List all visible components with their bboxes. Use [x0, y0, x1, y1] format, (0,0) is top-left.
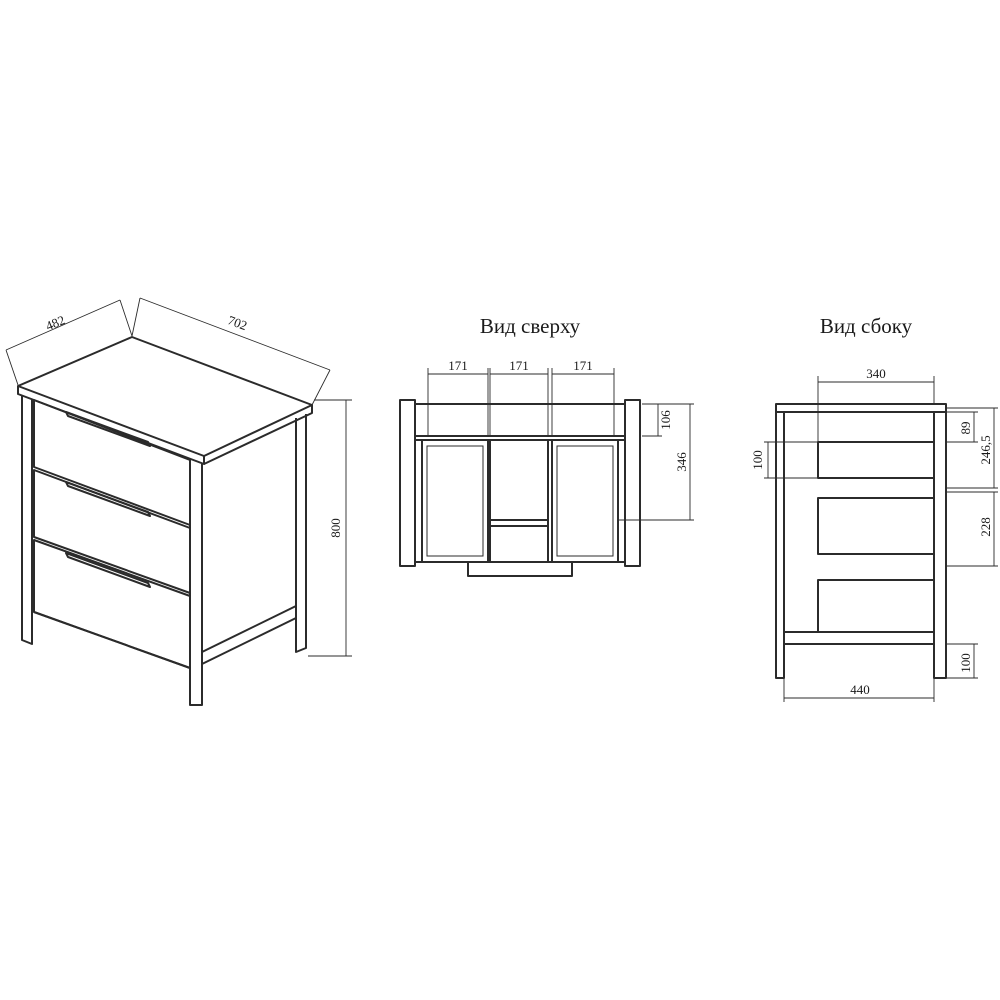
top-dim-b-label: 171 — [509, 358, 529, 373]
side-view: Вид сбоку 340 100 89 246,5 228 100 — [750, 314, 998, 702]
side-drawer-2 — [817, 497, 935, 555]
side-dim-bottom-width-label: 440 — [850, 682, 870, 697]
side-post-right — [933, 411, 947, 679]
iso-leg-front-left — [21, 396, 33, 645]
side-dim-topgap-label: 89 — [958, 422, 973, 435]
side-post-left — [775, 411, 785, 679]
top-drawer-right-inner — [556, 445, 614, 557]
side-drawer-3 — [817, 579, 935, 633]
top-dim-gap-label: 106 — [658, 410, 673, 430]
side-dim-top-line — [817, 376, 935, 442]
top-dim-a-label: 171 — [448, 358, 468, 373]
top-post-right — [624, 399, 641, 567]
iso-drawer-1 — [33, 399, 191, 526]
top-dim-depth-label: 346 — [674, 452, 689, 472]
side-dim-topgap-line — [946, 411, 978, 443]
top-drawer-left — [421, 439, 489, 563]
side-dim-228-label: 228 — [978, 517, 993, 537]
iso-dim-height-label: 800 — [328, 518, 343, 538]
top-handle-strip — [467, 561, 573, 577]
top-dim-b-line — [489, 368, 549, 436]
iso-dim-width-line — [131, 297, 331, 406]
side-bottom-rail — [784, 631, 934, 645]
side-drawer-1 — [817, 441, 935, 479]
iso-handle-3 — [65, 552, 151, 588]
top-drawer-middle — [489, 440, 549, 562]
side-dim-drawer-label: 246,5 — [978, 435, 993, 464]
iso-dim-width-label: 702 — [226, 312, 249, 333]
top-dim-depth-line — [618, 403, 694, 521]
side-dim-top-label: 340 — [866, 366, 886, 381]
side-dim-left-line — [764, 441, 818, 479]
iso-top-side-edge — [203, 405, 313, 465]
top-post-left — [399, 399, 416, 567]
side-dim-228-line — [946, 491, 998, 567]
side-dim-bottom-line — [946, 643, 978, 679]
top-view: Вид сверху 171 171 171 106 346 — [399, 314, 694, 577]
side-top-bar — [775, 403, 947, 413]
side-dim-bottom-width-line — [783, 678, 935, 702]
iso-drawer-2 — [33, 469, 191, 594]
top-dim-c-line — [551, 368, 615, 436]
side-dim-bottom-label: 100 — [958, 653, 973, 673]
side-view-title: Вид сбоку — [820, 314, 913, 338]
iso-handle-2 — [65, 481, 151, 517]
iso-leg-front-right — [189, 460, 203, 706]
top-view-title: Вид сверху — [480, 314, 581, 338]
iso-dim-depth-line — [5, 299, 133, 386]
iso-drawer-3 — [33, 539, 191, 669]
top-dim-a-line — [427, 368, 489, 436]
iso-dim-depth-label: 482 — [43, 312, 67, 333]
iso-handle-1 — [65, 411, 151, 447]
side-dim-drawer-line — [946, 407, 998, 489]
isometric-view: 482 702 800 — [5, 297, 352, 706]
iso-top-surface — [17, 336, 313, 457]
iso-leg-back-right — [295, 414, 307, 653]
top-drawer-right — [551, 439, 619, 563]
iso-dim-height-line — [308, 399, 352, 657]
top-dim-c-label: 171 — [573, 358, 593, 373]
side-dim-left-label: 100 — [750, 450, 765, 470]
top-drawer-left-inner — [426, 445, 484, 557]
iso-bottom-rail — [33, 611, 191, 669]
iso-side-rail-bottom — [201, 605, 297, 665]
